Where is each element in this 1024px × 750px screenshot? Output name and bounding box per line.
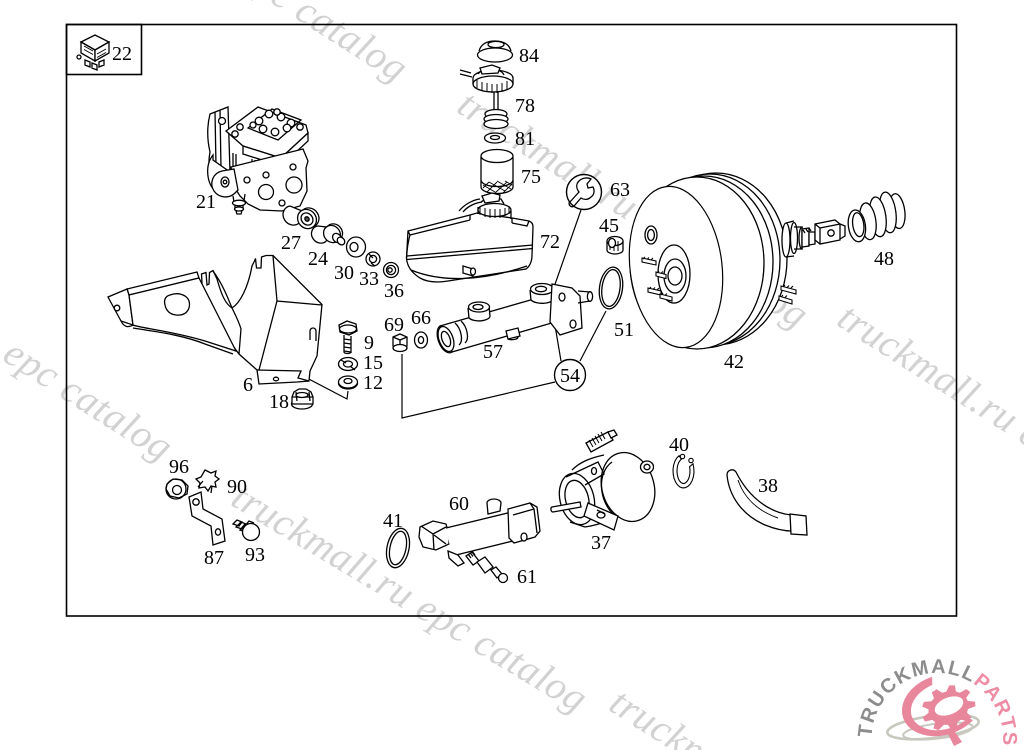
svg-text:72: 72 xyxy=(540,231,560,253)
svg-text:57: 57 xyxy=(483,341,503,363)
svg-text:78: 78 xyxy=(515,95,535,117)
svg-text:12: 12 xyxy=(363,372,383,394)
svg-text:21: 21 xyxy=(196,191,216,213)
svg-text:22: 22 xyxy=(112,43,132,65)
svg-text:24: 24 xyxy=(308,248,328,270)
svg-text:84: 84 xyxy=(519,45,539,67)
svg-text:75: 75 xyxy=(521,166,541,188)
svg-text:33: 33 xyxy=(359,268,379,290)
svg-text:6: 6 xyxy=(243,374,253,396)
svg-text:48: 48 xyxy=(874,248,894,270)
svg-text:40: 40 xyxy=(669,434,689,456)
svg-text:60: 60 xyxy=(449,493,469,515)
svg-text:66: 66 xyxy=(411,307,431,329)
svg-text:36: 36 xyxy=(384,280,404,302)
svg-text:37: 37 xyxy=(591,532,611,554)
svg-text:69: 69 xyxy=(384,314,404,336)
svg-text:54: 54 xyxy=(560,365,580,387)
svg-text:42: 42 xyxy=(724,351,744,373)
svg-text:15: 15 xyxy=(363,352,383,374)
svg-text:90: 90 xyxy=(227,476,247,498)
svg-text:51: 51 xyxy=(614,319,634,341)
svg-text:9: 9 xyxy=(364,332,374,354)
svg-text:81: 81 xyxy=(515,128,535,150)
svg-text:30: 30 xyxy=(334,262,354,284)
svg-text:87: 87 xyxy=(204,547,224,569)
svg-text:18: 18 xyxy=(269,391,289,413)
svg-text:45: 45 xyxy=(599,215,619,237)
svg-text:41: 41 xyxy=(383,510,403,532)
svg-text:93: 93 xyxy=(245,544,265,566)
svg-text:38: 38 xyxy=(758,475,778,497)
svg-text:27: 27 xyxy=(281,232,301,254)
svg-text:63: 63 xyxy=(610,179,630,201)
svg-text:96: 96 xyxy=(169,456,189,478)
svg-text:61: 61 xyxy=(517,566,537,588)
